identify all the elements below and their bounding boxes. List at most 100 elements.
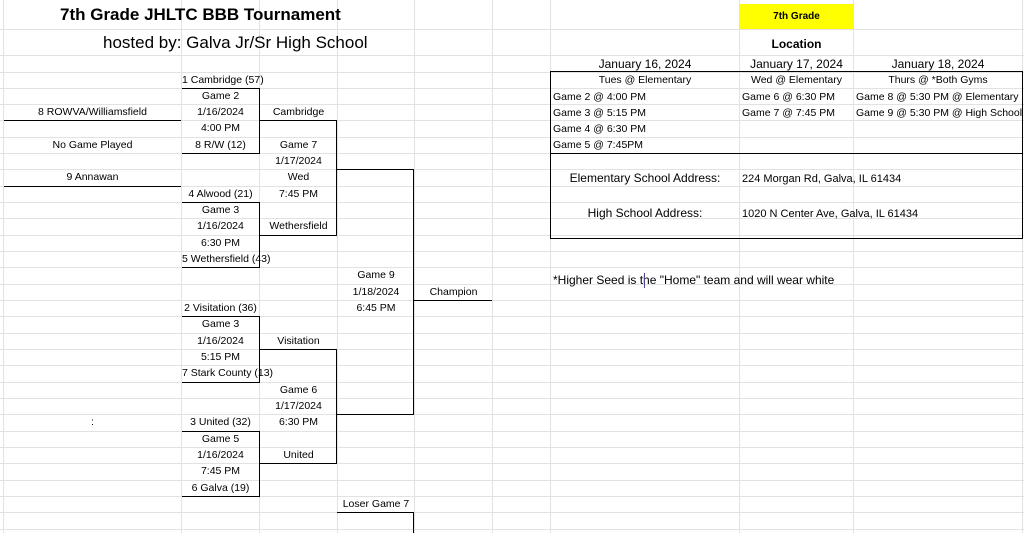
stray-colon-cell[interactable]: : [91,416,94,428]
day1-date[interactable]: January 16, 2024 [598,57,692,71]
gridline [181,0,182,533]
game-date-cell[interactable]: 1/16/2024 [197,106,244,118]
day2-game[interactable]: Game 6 @ 6:30 PM [742,91,835,103]
bracket-line [259,316,260,383]
seeding-note[interactable]: *Higher Seed is the "Home" team and will… [553,273,835,287]
elementary-address-label[interactable]: Elementary School Address: [569,171,721,185]
gridline [0,55,1024,56]
high-school-address[interactable]: 1020 N Center Ave, Galva, IL 61434 [742,208,919,220]
day2-date[interactable]: January 17, 2024 [750,57,843,71]
gridline [0,349,1024,350]
bracket-line [182,382,259,383]
game-date-cell[interactable]: 1/18/2024 [352,286,400,298]
game-time-cell[interactable]: 4:00 PM [200,122,241,134]
high-school-address-label[interactable]: High School Address: [587,206,703,220]
bracket-line [182,88,259,89]
play-in-team-b[interactable]: 9 Annawan [66,171,119,183]
day1-game[interactable]: Game 4 @ 6:30 PM [553,123,646,135]
day3-game[interactable]: Game 8 @ 5:30 PM @ Elementary [856,91,1019,103]
seed-5-cell[interactable]: 5 Wethersfield (43) [182,253,271,265]
day3-game[interactable]: Game 9 @ 5:30 PM @ High School [856,107,1023,119]
winner-cambridge[interactable]: Cambridge [272,106,325,118]
gridline [0,235,1024,236]
bracket-line [182,316,259,317]
gridline [0,529,1024,530]
play-in-result[interactable]: No Game Played [52,139,133,151]
game-date-cell[interactable]: 1/16/2024 [197,449,244,461]
day3-date[interactable]: January 18, 2024 [891,57,985,71]
game-date-cell[interactable]: 1/16/2024 [197,335,244,347]
game-time-cell[interactable]: 5:15 PM [200,351,241,363]
gridline [0,512,1024,513]
game-date-cell[interactable]: 1/16/2024 [197,220,244,232]
winner-wethersfield[interactable]: Wethersfield [269,220,328,232]
day2-game[interactable]: Game 7 @ 7:45 PM [742,107,835,119]
game-time-cell[interactable]: 6:45 PM [356,302,396,314]
bracket-line [182,267,259,268]
game-time-cell[interactable]: 7:45 PM [200,465,241,477]
bracket-line [337,414,414,415]
gridline [0,267,1024,268]
game-label-cell[interactable]: Game 3 [201,204,240,216]
winner-visitation[interactable]: Visitation [277,335,320,347]
day1-game[interactable]: Game 3 @ 5:15 PM [553,107,646,119]
text-cursor [644,273,645,288]
gridline [550,0,551,533]
day1-game[interactable]: Game 2 @ 4:00 PM [553,91,646,103]
table-border [550,238,1023,239]
bracket-line [259,202,260,268]
bracket-line [336,349,337,464]
elementary-address[interactable]: 224 Morgan Rd, Galva, IL 61434 [742,173,902,185]
play-in-team-a[interactable]: 8 ROWVA/Williamsfield [38,106,147,118]
bracket-line [182,431,259,432]
day1-game[interactable]: Game 5 @ 7:45PM [553,139,644,151]
seed-1-cell[interactable]: 1 Cambridge (57) [182,74,264,86]
game-date-cell[interactable]: 1/17/2024 [275,400,322,412]
bracket-line [260,120,337,121]
day3-venue[interactable]: Thurs @ *Both Gyms [888,74,988,86]
gridline [0,463,1024,464]
loser-game7-cell[interactable]: Loser Game 7 [342,498,410,510]
day2-venue[interactable]: Wed @ Elementary [751,74,842,86]
gridline [0,398,1024,399]
game-label-cell[interactable]: Game 5 [201,433,240,445]
game-day-cell[interactable]: Wed [287,171,310,183]
seed-8-cell[interactable]: 8 R/W (12) [195,139,246,151]
game-time-cell[interactable]: 7:45 PM [278,188,319,200]
bracket-line [260,235,337,236]
location-label[interactable]: Location [771,37,822,51]
page-title: 7th Grade JHLTC BBB Tournament [60,5,341,24]
gridline [0,284,1024,285]
bracket-line [337,169,414,170]
champion-cell[interactable]: Champion [429,286,478,298]
page-subtitle: hosted by: Galva Jr/Sr High School [103,33,368,52]
game-label-cell[interactable]: Game 3 [201,318,240,330]
highlight-cell[interactable]: 7th Grade [740,4,853,29]
winner-united[interactable]: United [283,449,314,461]
seed-4-cell[interactable]: 4 Alwood (21) [188,188,253,200]
game-label-cell[interactable]: Game 6 [279,384,318,396]
gridline [0,120,1024,121]
game-date-cell[interactable]: 1/17/2024 [275,155,322,167]
bracket-line [337,512,414,513]
bracket-line [182,496,259,497]
seed-6-cell[interactable]: 6 Galva (19) [191,482,250,494]
seed-3-cell[interactable]: 3 United (32) [190,416,251,428]
game-time-cell[interactable]: 6:30 PM [278,416,319,428]
seed-2-cell[interactable]: 2 Visitation (36) [184,302,257,314]
game-time-cell[interactable]: 6:30 PM [200,237,241,249]
day1-venue[interactable]: Tues @ Elementary [598,74,692,86]
game-label-cell[interactable]: Game 2 [201,90,240,102]
gridline [0,29,1024,30]
seed-7-cell[interactable]: 7 Stark County (13) [182,367,274,379]
game-label-cell[interactable]: Game 7 [279,139,318,151]
bracket-line [4,186,181,187]
bracket-line [182,202,259,203]
table-border [550,153,1023,154]
gridline [414,0,415,533]
bracket-line [336,120,337,236]
game-label-cell[interactable]: Game 9 [357,269,395,281]
gridline [0,251,1024,252]
bracket-line [260,349,337,350]
